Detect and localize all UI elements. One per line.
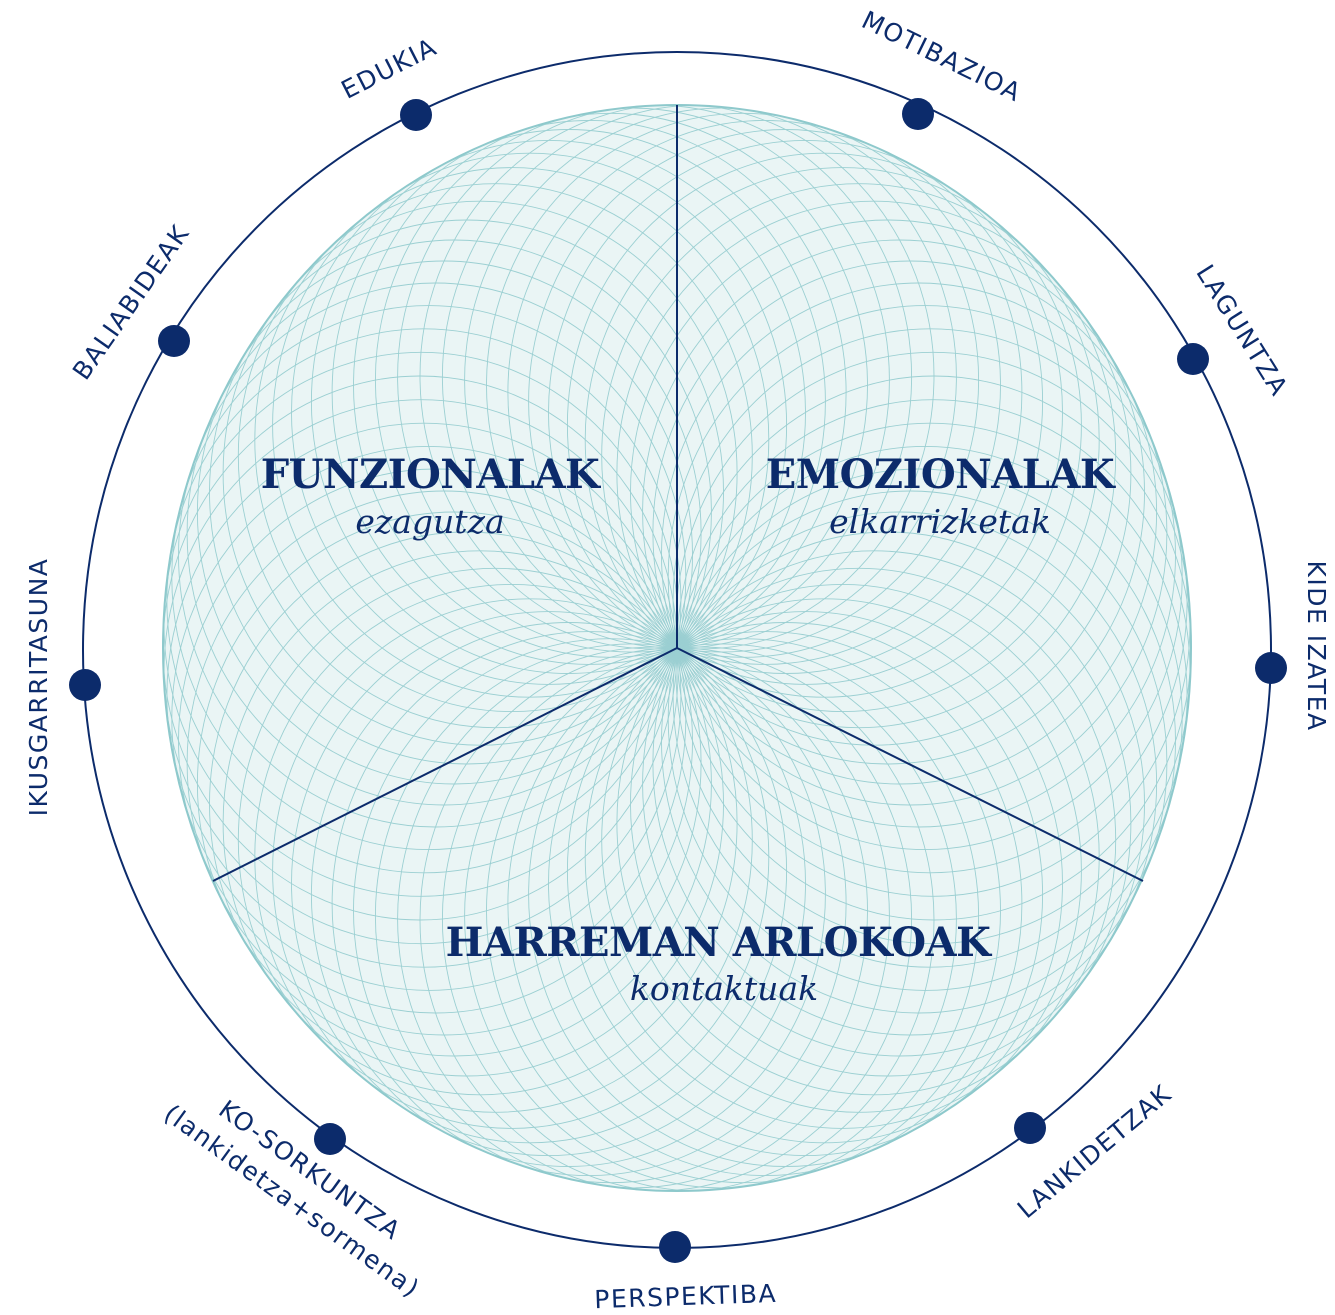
ring-label-lankidetza-sormena: (lankidetza+sormena) <box>159 1099 426 1304</box>
dot-laguntza <box>1177 343 1209 375</box>
dot-baliabideak <box>158 325 190 357</box>
dot-ko-sorkuntza <box>314 1123 346 1155</box>
dot-edukia <box>400 99 432 131</box>
pattern-loop <box>507 119 1023 665</box>
pattern-loop <box>397 105 913 650</box>
pattern-loop <box>667 305 1183 851</box>
ring-dots <box>69 98 1287 1263</box>
pattern-loop <box>441 105 957 650</box>
ring-label-laguntza: LAGUNTZA <box>1190 260 1294 402</box>
ring-label-motibazioa: MOTIBAZIOA <box>857 5 1026 107</box>
pattern-loop <box>566 152 1082 698</box>
dot-ikusgarritasuna <box>69 669 101 701</box>
ring-label-perspektiba: PERSPEKTIBA <box>594 1279 778 1314</box>
ring-label-lankidetzak: LANKIDETZAK <box>1012 1079 1177 1224</box>
dot-perspektiba <box>659 1231 691 1263</box>
pattern-loop <box>616 200 1132 746</box>
section-subtitle-ezagutza: ezagutza <box>355 502 504 541</box>
pattern-loop <box>548 139 1063 685</box>
pattern-loop <box>630 219 1145 765</box>
section-subtitle-elkarrizketak: elkarrizketak <box>829 502 1051 541</box>
ring-label-edukia: EDUKIA <box>337 32 442 105</box>
divider-left <box>212 647 678 882</box>
section-subtitle-kontaktuak: kontaktuak <box>630 969 818 1008</box>
dot-motibazioa <box>902 98 934 130</box>
section-title-emozionalak: EMOZIONALAK <box>766 451 1116 498</box>
pattern-loop <box>601 183 1117 729</box>
pattern-loop <box>672 328 1188 874</box>
pattern-loop <box>652 260 1168 806</box>
dot-kide-izatea <box>1255 652 1287 684</box>
pattern-loop <box>464 107 980 653</box>
pattern-loop <box>661 282 1176 828</box>
guilloche-pattern <box>163 105 1191 1191</box>
divider-right <box>676 647 1144 882</box>
pattern-loop <box>642 239 1158 785</box>
dot-lankidetzak <box>1014 1112 1046 1144</box>
ring-label-baliabideak: BALIABIDEAK <box>67 219 195 385</box>
pattern-loop <box>528 129 1044 674</box>
section-title-funzionalak: FUNZIONALAK <box>261 451 601 498</box>
ring-label-ikusgarritasuna: IKUSGARRITASUNA <box>24 558 53 817</box>
pattern-loop <box>584 167 1100 713</box>
section-title-harreman-arlokoak: HARREMAN ARLOKOAK <box>446 919 992 966</box>
pattern-loop <box>486 112 1001 658</box>
ring-label-kide-izatea: KIDE IZATEA <box>1302 560 1331 731</box>
